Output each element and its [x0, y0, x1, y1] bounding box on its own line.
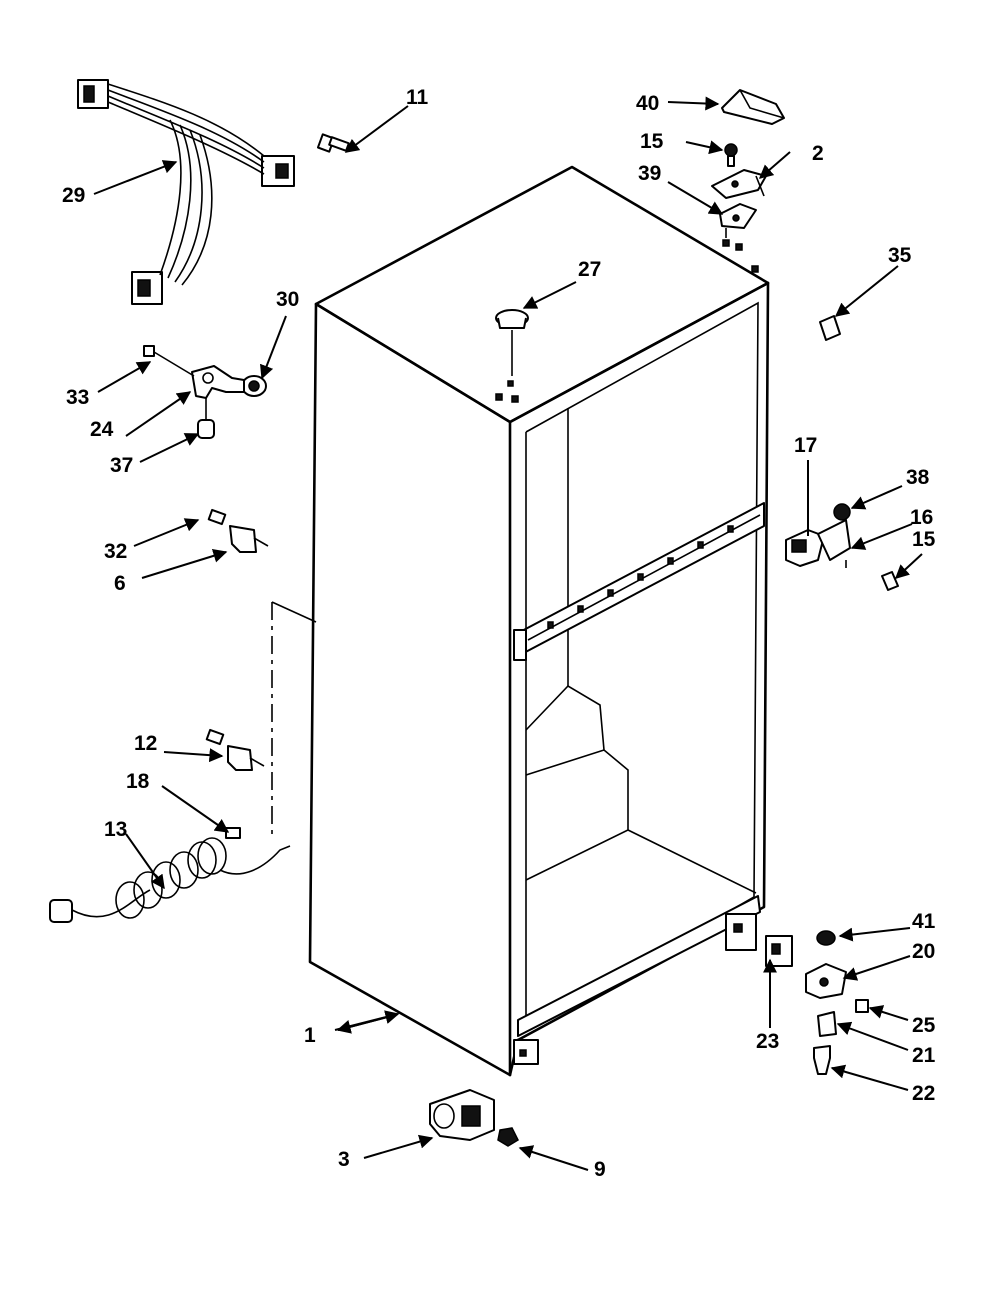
grommet-30	[241, 375, 267, 397]
callout-37: 37	[110, 454, 133, 477]
bottom-leveler-3	[429, 1089, 495, 1141]
callout-30: 30	[276, 288, 299, 311]
callout-25: 25	[912, 1014, 936, 1037]
callout-6: 6	[114, 572, 126, 595]
callout-20: 20	[912, 940, 935, 963]
callout-17: 17	[794, 434, 817, 457]
cap-37	[197, 419, 215, 439]
callout-labels: 1 2 3 6 9 11 12 13 15 15 16 17 18 20 21 …	[62, 86, 936, 1181]
cord-route-line	[271, 601, 317, 623]
callout-32: 32	[104, 540, 127, 563]
callout-21: 21	[912, 1044, 936, 1067]
plug-35	[819, 315, 841, 341]
callout-38: 38	[906, 466, 930, 489]
callout-9: 9	[594, 1158, 606, 1181]
callout-2: 2	[812, 142, 824, 165]
top-hinge-cover	[721, 89, 785, 125]
valve-24	[191, 365, 245, 399]
callout-39: 39	[638, 162, 661, 185]
callout-1: 1	[304, 1024, 316, 1047]
callout-23: 23	[756, 1030, 779, 1053]
callout-15a: 15	[640, 130, 664, 153]
callout-11: 11	[406, 86, 429, 109]
screw-11	[316, 133, 350, 153]
screw-15-top	[724, 143, 738, 167]
callout-24: 24	[90, 418, 114, 441]
callout-27: 27	[578, 258, 601, 281]
bottom-hinge-group	[725, 913, 869, 1075]
screw-32	[207, 508, 227, 526]
clip-12	[205, 728, 265, 771]
callout-18: 18	[126, 770, 150, 793]
top-hinge	[711, 169, 767, 199]
callout-29: 29	[62, 184, 85, 207]
callout-3: 3	[338, 1148, 350, 1171]
callout-16: 16	[910, 506, 933, 529]
clip-6	[229, 525, 269, 553]
callout-41: 41	[912, 910, 936, 933]
callout-33: 33	[66, 386, 89, 409]
callout-40: 40	[636, 92, 659, 115]
screw-33	[143, 345, 195, 377]
screw-9	[497, 1127, 519, 1147]
wire-harness	[77, 79, 295, 305]
callout-35: 35	[888, 244, 912, 267]
hinge-shim	[719, 203, 757, 229]
power-cord	[49, 837, 291, 923]
callout-22: 22	[912, 1082, 935, 1105]
center-hinge-group	[785, 503, 899, 591]
screw-18	[225, 827, 241, 839]
cabinet	[308, 165, 770, 1077]
callout-13: 13	[104, 818, 127, 841]
callout-12: 12	[134, 732, 157, 755]
leader-arrows	[93, 96, 923, 1171]
plug-button-27	[495, 309, 529, 329]
callout-15b: 15	[912, 528, 936, 551]
mullion-holes	[547, 525, 734, 629]
